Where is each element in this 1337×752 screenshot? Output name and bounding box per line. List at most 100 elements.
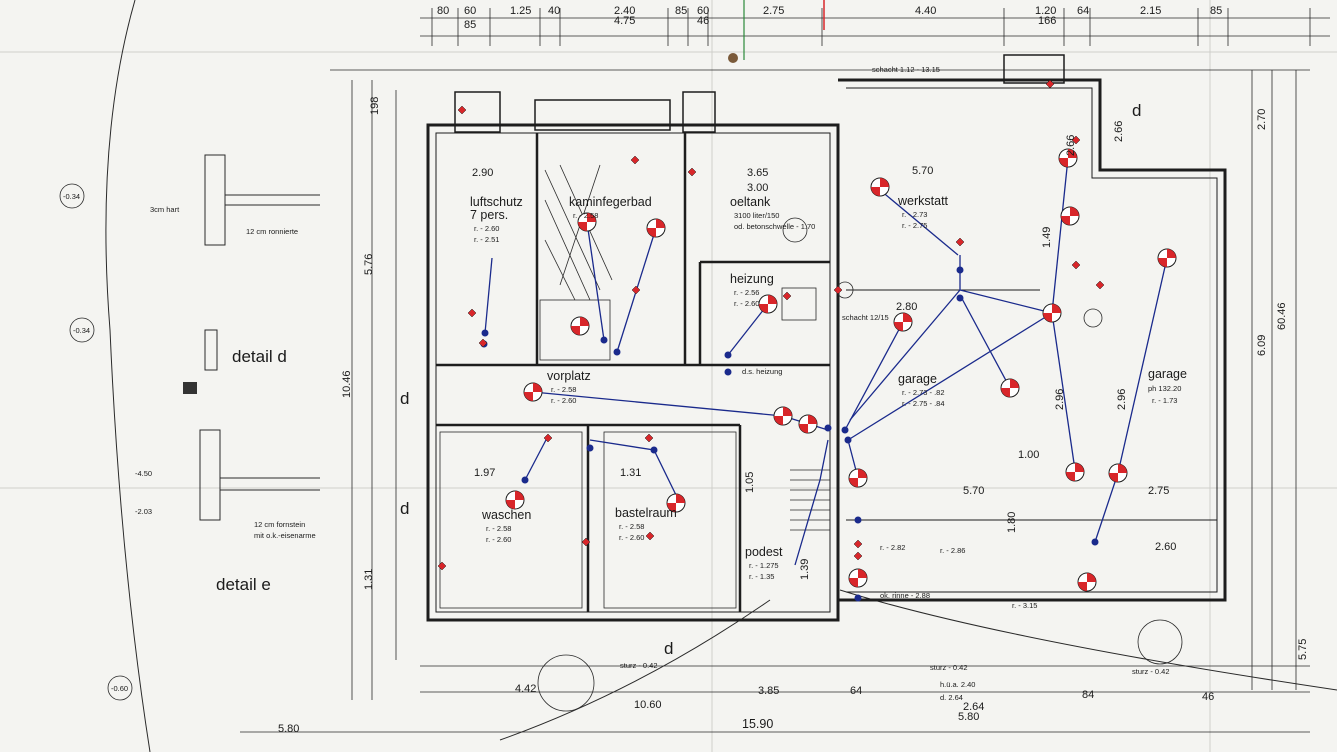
conduit-line <box>844 321 904 431</box>
outlet-marker <box>666 493 686 513</box>
plan-note: 1.39 <box>799 559 811 580</box>
room-level: r. - 2.73 - .82 <box>902 388 945 397</box>
room-level: r. - 2.56 <box>734 288 759 297</box>
room-level: r. - 2.60 <box>474 224 499 233</box>
room-name: garage <box>1148 367 1187 381</box>
detail-note: 12 cm fornstein <box>254 520 305 529</box>
switch-marker <box>645 531 655 541</box>
conduit-line <box>959 255 1053 314</box>
interior-walls <box>436 130 1217 612</box>
switch-marker <box>1045 79 1055 89</box>
junction-dot <box>854 594 862 602</box>
detail-label: detail e <box>216 575 271 594</box>
detail-sections <box>183 154 320 521</box>
level-circle <box>69 317 95 343</box>
outlet-marker <box>523 382 543 402</box>
room-name: oeltank <box>730 195 771 209</box>
plan-note: 1.00 <box>1018 449 1039 461</box>
conduit-line <box>586 221 605 341</box>
left-dim-label: 10.46 <box>341 370 353 398</box>
room-level: r. - 1.275 <box>749 561 779 570</box>
room-name: werkstatt <box>897 194 949 208</box>
outlet-marker <box>893 312 913 332</box>
junction-dot <box>824 424 832 432</box>
plan-note: 2.80 <box>896 301 917 313</box>
conduit-line <box>484 257 493 334</box>
switch-marker <box>478 338 488 348</box>
right-dim-label: 60.46 <box>1276 302 1288 330</box>
room-level: od. betonschwelle - 1.70 <box>734 222 815 231</box>
outlet-marker <box>1065 462 1085 482</box>
level-circle <box>59 183 85 209</box>
switch-marker <box>630 155 640 165</box>
switch-marker <box>1095 280 1105 290</box>
junction-dot <box>481 329 489 337</box>
plan-note: 2.96 <box>1054 389 1066 410</box>
level-circle <box>107 675 133 701</box>
room-level: r. - 2.75 - .84 <box>902 399 945 408</box>
detail-note: -4.50 <box>135 469 152 478</box>
room-name: bastelraum <box>615 506 677 520</box>
bottom-dim-label: 64 <box>850 685 862 697</box>
plan-note: 2.66 <box>1113 121 1125 142</box>
room-level: r. - 2.58 <box>619 522 644 531</box>
outlet-marker <box>1000 378 1020 398</box>
junction-dot <box>600 336 608 344</box>
room-level: r. - 2.58 <box>551 385 576 394</box>
plan-note: 2.75 <box>1148 485 1169 497</box>
left-dim-label: 1.31 <box>363 569 375 590</box>
top-dim-label: 166 <box>1038 15 1056 27</box>
plan-note: 10.60 <box>634 699 662 711</box>
junction-dot <box>841 426 849 434</box>
switch-marker <box>853 551 863 561</box>
room-sub: 7 pers. <box>470 208 508 222</box>
plan-note: 1.80 <box>1006 512 1018 533</box>
tank-circle <box>782 217 808 243</box>
room-level: r. - 2.60 <box>734 299 759 308</box>
top-dim-label: 46 <box>697 15 709 27</box>
plan-note: 1.97 <box>474 467 495 479</box>
plan-note: 2.66 <box>1065 135 1077 156</box>
room-level: r. - 2.51 <box>474 235 499 244</box>
top-dim-label: 2.40 <box>614 5 635 17</box>
detail-note: -2.03 <box>135 507 152 516</box>
room-name: vorplatz <box>547 369 591 383</box>
junction-dot <box>844 436 852 444</box>
plan-note: 5.70 <box>963 485 984 497</box>
switch-marker <box>467 308 477 318</box>
conduit-line <box>847 312 1053 441</box>
top-dim-label: 85 <box>675 5 687 17</box>
bottom-dim-label: 2.64 <box>963 701 984 713</box>
section-marker: d <box>664 639 673 658</box>
detail-note: mit o.k.-eisenarme <box>254 531 316 540</box>
outlet-marker <box>798 414 818 434</box>
plan-note: schacht 12/15 <box>842 313 889 322</box>
plan-note: 2.96 <box>1116 389 1128 410</box>
switch-marker <box>955 237 965 247</box>
switch-marker <box>853 539 863 549</box>
outlet-marker <box>1058 148 1078 168</box>
plan-note: h.ü.a. 2.40 <box>940 680 975 689</box>
top-dim-label: 85 <box>1210 5 1222 17</box>
top-dim-label: 60 <box>464 5 476 17</box>
junction-dot <box>650 446 658 454</box>
outlet-marker <box>870 177 890 197</box>
room-level: r. - 2.73 <box>902 210 927 219</box>
conduit-line <box>1051 157 1069 314</box>
top-dim-label: 1.25 <box>510 5 531 17</box>
switch-marker <box>581 537 591 547</box>
junction-dot <box>854 516 862 524</box>
level-label: -0.60 <box>111 684 128 693</box>
level-label: -0.34 <box>73 326 90 335</box>
junction-dot <box>724 368 732 376</box>
outlet-marker <box>1060 206 1080 226</box>
right-dim-label: 6.09 <box>1256 335 1268 356</box>
top-dim-label: 60 <box>697 5 709 17</box>
switch-marker <box>437 561 447 571</box>
room-level: r. - 2.60 <box>619 533 644 542</box>
switch-marker <box>631 285 641 295</box>
detail-label: detail d <box>232 347 287 366</box>
right-dim-label: 2.70 <box>1256 109 1268 130</box>
room-level: r. - 1.35 <box>749 572 774 581</box>
